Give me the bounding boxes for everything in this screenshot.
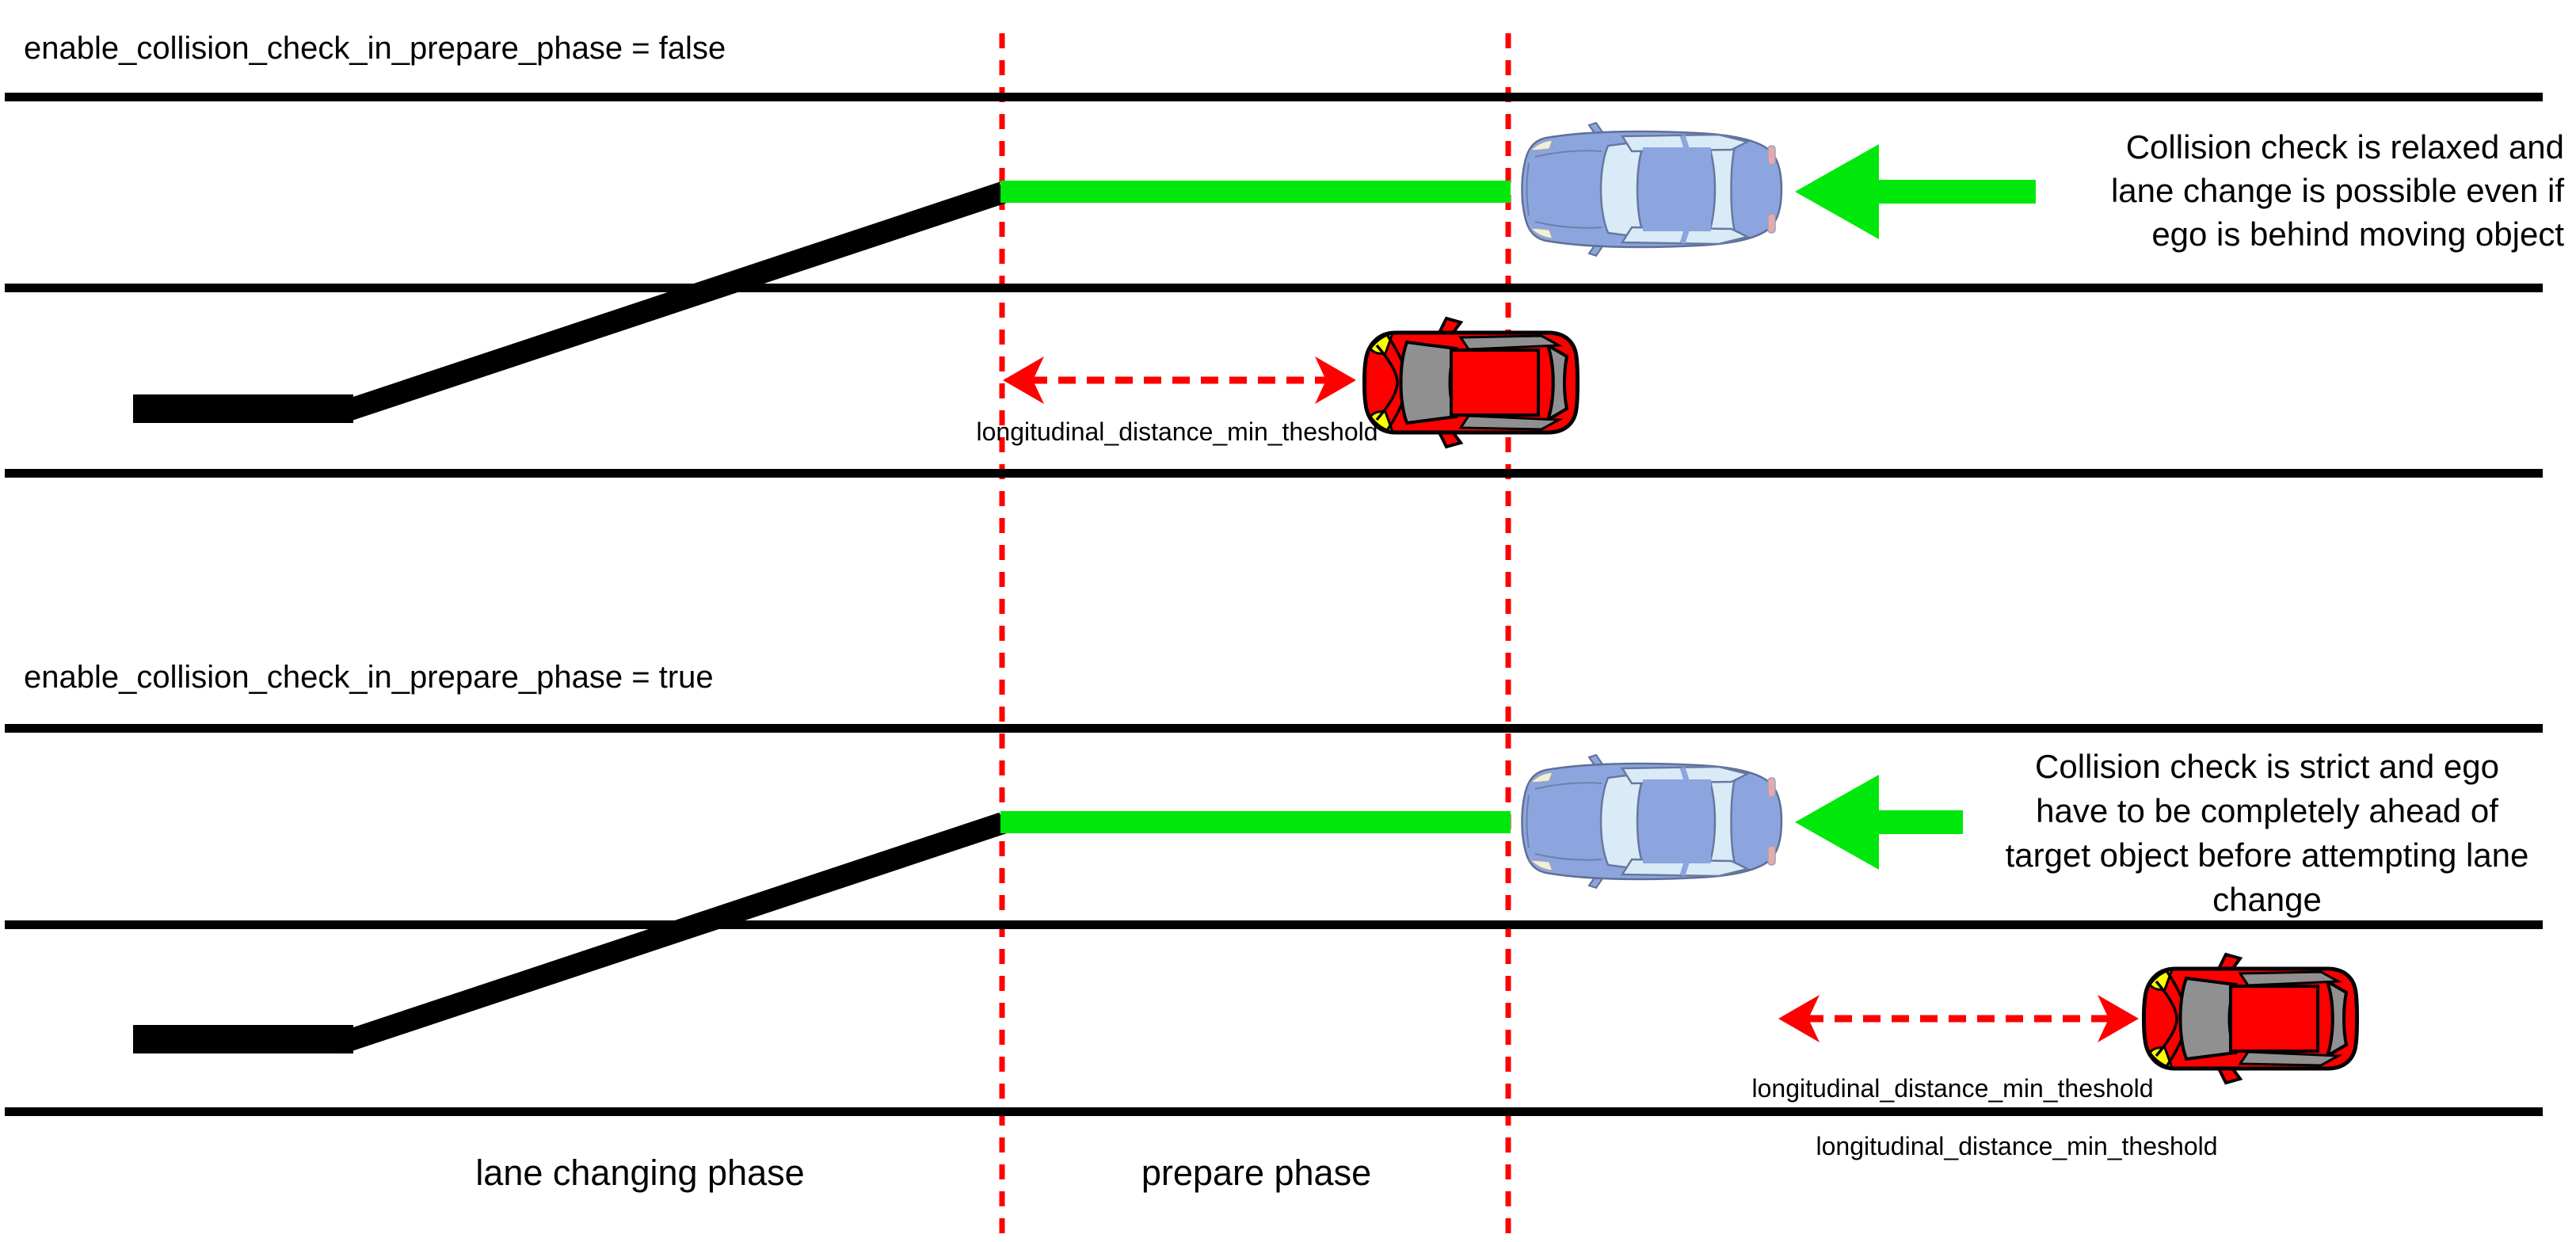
lane-changing-phase-label: lane changing phase bbox=[475, 1152, 804, 1193]
target-object-vehicle bbox=[2144, 954, 2357, 1083]
threshold-label-lower: longitudinal_distance_min_theshold bbox=[1816, 1132, 2217, 1160]
lane-line-outer-top bbox=[5, 724, 2543, 733]
lane-change-trajectory bbox=[133, 181, 1007, 424]
lane-line-middle bbox=[5, 920, 2543, 929]
lane-line-outer-top bbox=[5, 93, 2543, 101]
annotation-line: lane change is possible even if bbox=[2111, 172, 2564, 209]
lane-change-trajectory bbox=[133, 812, 1007, 1054]
distance-arrow-left-head bbox=[1778, 995, 1820, 1042]
moving-object-vehicle bbox=[1365, 318, 1578, 447]
phase-captions: lane changing phase prepare phase bbox=[475, 1152, 1371, 1193]
threshold-label: longitudinal_distance_min_theshold bbox=[976, 417, 1378, 446]
annotation-line: change bbox=[2212, 881, 2322, 918]
section-check-enabled: enable_collision_check_in_prepare_phase … bbox=[5, 660, 2543, 1160]
distance-arrow-left-head bbox=[1003, 356, 1044, 404]
section-check-disabled: enable_collision_check_in_prepare_phase … bbox=[5, 31, 2564, 478]
annotation-check-strict: Collision check is strict and ego have t… bbox=[2006, 748, 2529, 918]
annotation-line: Collision check is strict and ego bbox=[2035, 748, 2499, 785]
phase-boundary-lines bbox=[999, 33, 1511, 1242]
ego-direction-arrow bbox=[1795, 775, 1963, 870]
distance-arrow-right-head bbox=[1315, 356, 1356, 404]
ego-vehicle bbox=[1522, 123, 1782, 256]
annotation-line: ego is behind moving object bbox=[2151, 215, 2564, 253]
ego-direction-arrow bbox=[1795, 144, 2036, 239]
lane-line-middle bbox=[5, 284, 2543, 292]
threshold-label-upper: longitudinal_distance_min_theshold bbox=[1751, 1074, 2153, 1103]
longitudinal-distance-arrow bbox=[1778, 995, 2139, 1042]
ego-vehicle bbox=[1522, 755, 1782, 888]
annotation-check-relaxed: Collision check is relaxed and lane chan… bbox=[2111, 128, 2564, 253]
lane-line-outer-bottom bbox=[5, 469, 2543, 478]
section-title: enable_collision_check_in_prepare_phase … bbox=[24, 660, 714, 695]
annotation-line: have to be completely ahead of bbox=[2036, 792, 2498, 829]
prepare-phase-label: prepare phase bbox=[1141, 1152, 1371, 1193]
annotation-line: target object before attempting lane bbox=[2006, 836, 2529, 874]
section-title: enable_collision_check_in_prepare_phase … bbox=[24, 31, 726, 66]
annotation-line: Collision check is relaxed and bbox=[2126, 128, 2564, 166]
distance-arrow-right-head bbox=[2098, 995, 2139, 1042]
longitudinal-distance-arrow bbox=[1003, 356, 1356, 404]
lane-line-outer-bottom bbox=[5, 1107, 2543, 1116]
prepare-phase-path-segment bbox=[1000, 811, 1511, 833]
prepare-phase-path-segment bbox=[1000, 181, 1511, 203]
